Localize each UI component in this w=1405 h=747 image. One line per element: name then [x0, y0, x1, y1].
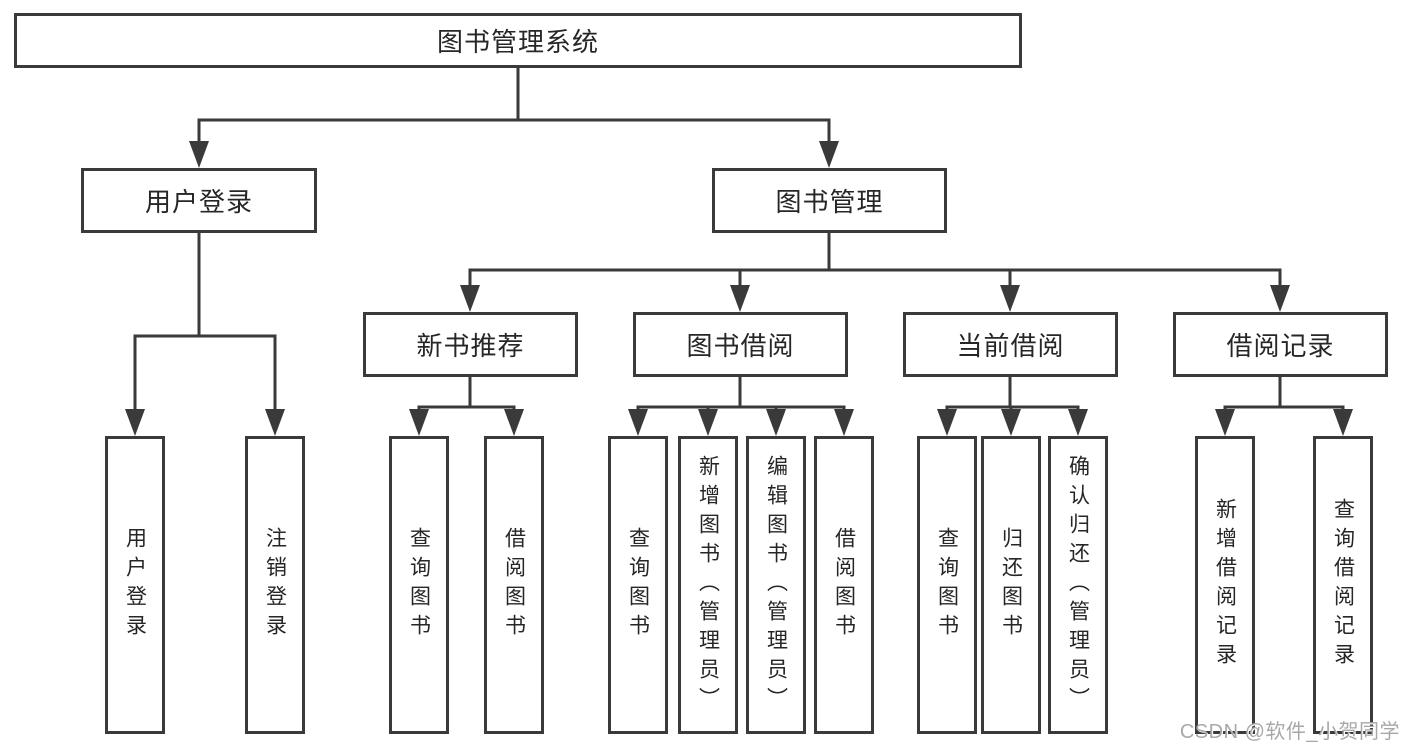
leaf-edit-books-admin: 编辑图书（管理员）	[746, 436, 806, 734]
node-current-borrowing: 当前借阅	[903, 312, 1118, 377]
leaf-label: 借阅图书	[832, 527, 856, 643]
leaf-label: 注销登录	[263, 527, 287, 643]
connector-new-book-recommendation-to-leaves	[409, 375, 524, 436]
node-book-borrowing: 图书借阅	[633, 312, 848, 377]
leaf-add-borrowing-record: 新增借阅记录	[1195, 436, 1255, 734]
leaf-query-books-current: 查询图书	[917, 436, 977, 734]
leaf-label: 查询图书	[407, 527, 431, 643]
node-new-book-recommendation: 新书推荐	[363, 312, 578, 377]
node-label: 用户登录	[144, 187, 253, 217]
node-label: 当前借阅	[956, 331, 1065, 361]
connector-root-to-level2	[189, 64, 839, 168]
connector-book-management-to-level3	[460, 231, 1290, 312]
node-user-login: 用户登录	[81, 168, 317, 233]
connector-user-login-to-leaves	[125, 231, 285, 436]
leaf-label: 用户登录	[123, 527, 147, 643]
leaf-return-books: 归还图书	[981, 436, 1041, 734]
leaf-label: 查询图书	[935, 527, 959, 643]
leaf-add-books-admin: 新增图书（管理员）	[678, 436, 738, 734]
node-label: 图书管理	[775, 187, 884, 217]
leaf-label: 查询图书	[626, 527, 650, 643]
leaf-label: 借阅图书	[502, 527, 526, 643]
leaf-label: 编辑图书（管理员）	[764, 454, 788, 716]
leaf-label: 确认归还（管理员）	[1066, 454, 1090, 716]
node-borrowing-records: 借阅记录	[1173, 312, 1388, 377]
connector-borrowing-records-to-leaves	[1215, 375, 1353, 436]
leaf-logout-login: 注销登录	[245, 436, 305, 734]
leaf-borrow-books-borrowing: 借阅图书	[814, 436, 874, 734]
connector-book-borrowing-to-leaves	[628, 375, 854, 436]
leaf-label: 归还图书	[999, 527, 1023, 643]
leaf-borrow-books-recommendation: 借阅图书	[484, 436, 544, 734]
leaf-query-books-borrowing: 查询图书	[608, 436, 668, 734]
leaf-label: 新增借阅记录	[1213, 498, 1237, 672]
node-label: 图书借阅	[686, 331, 795, 361]
node-book-management: 图书管理	[712, 168, 947, 233]
leaf-confirm-return-admin: 确认归还（管理员）	[1048, 436, 1108, 734]
node-label: 图书管理系统	[436, 27, 599, 57]
leaf-user-login: 用户登录	[105, 436, 165, 734]
csdn-watermark: CSDN @软件_小贺同学	[1179, 721, 1400, 743]
leaf-label: 查询借阅记录	[1331, 498, 1355, 672]
node-label: 借阅记录	[1226, 331, 1335, 361]
leaf-query-books-recommendation: 查询图书	[389, 436, 449, 734]
leaf-label: 新增图书（管理员）	[696, 454, 720, 716]
node-library-management-system: 图书管理系统	[14, 13, 1022, 68]
leaf-query-borrowing-record: 查询借阅记录	[1313, 436, 1373, 734]
node-label: 新书推荐	[416, 331, 525, 361]
connector-current-borrowing-to-leaves	[937, 375, 1088, 436]
